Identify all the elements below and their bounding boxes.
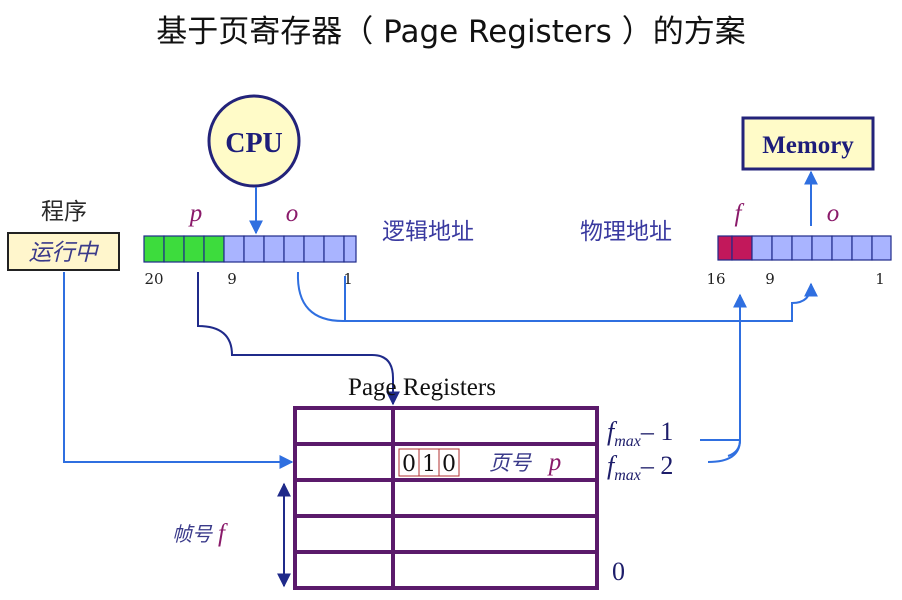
logical-tick-mid: 9	[227, 270, 237, 288]
register-row-fmax-2: 0 1 0 页号 p	[398, 448, 562, 477]
physical-address-label: 物理地址	[580, 219, 672, 245]
logical-address-register	[143, 235, 357, 263]
physical-tick-low: 1	[875, 270, 885, 288]
offset-brace	[296, 271, 346, 323]
row-label-fmax-1: fmax– 1	[607, 417, 673, 450]
logical-address-label: 逻辑地址	[382, 219, 474, 245]
physical-address-register	[717, 235, 892, 261]
program-to-registers-arrow	[63, 272, 294, 469]
page-registers-table	[293, 406, 599, 590]
logical-tick-high: 20	[144, 270, 163, 288]
frame-brace	[700, 439, 742, 457]
row-label-zero: 0	[612, 557, 625, 586]
cpu-node: CPU	[207, 94, 301, 188]
register-bit-1: 1	[422, 452, 436, 477]
memory-label: Memory	[762, 132, 854, 159]
program-status: 运行中	[29, 240, 100, 266]
program-status-box: 运行中	[7, 232, 120, 271]
program-label: 程序	[41, 199, 87, 225]
register-bit-0: 0	[402, 452, 416, 477]
cpu-label: CPU	[225, 128, 283, 159]
logical-tick-low: 1	[343, 270, 353, 288]
physical-tick-high: 16	[706, 270, 725, 288]
logical-page-field: p	[188, 200, 203, 227]
page-title: 基于页寄存器（ Page Registers ）的方案	[156, 14, 745, 50]
register-bit-2: 0	[442, 452, 456, 477]
memory-node: Memory	[741, 116, 875, 171]
page-number-arrow	[197, 272, 400, 406]
registers-title: Page Registers	[348, 374, 496, 401]
physical-frame-field: f	[735, 200, 745, 227]
physical-tick-mid: 9	[765, 270, 775, 288]
page-number-var: p	[547, 449, 562, 476]
offset-passthrough-arrow	[344, 276, 818, 322]
row-label-fmax-2: fmax– 2	[607, 451, 673, 484]
logical-offset-field: o	[286, 200, 299, 227]
page-number-label: 页号	[489, 451, 532, 475]
physical-offset-field: o	[827, 200, 840, 227]
